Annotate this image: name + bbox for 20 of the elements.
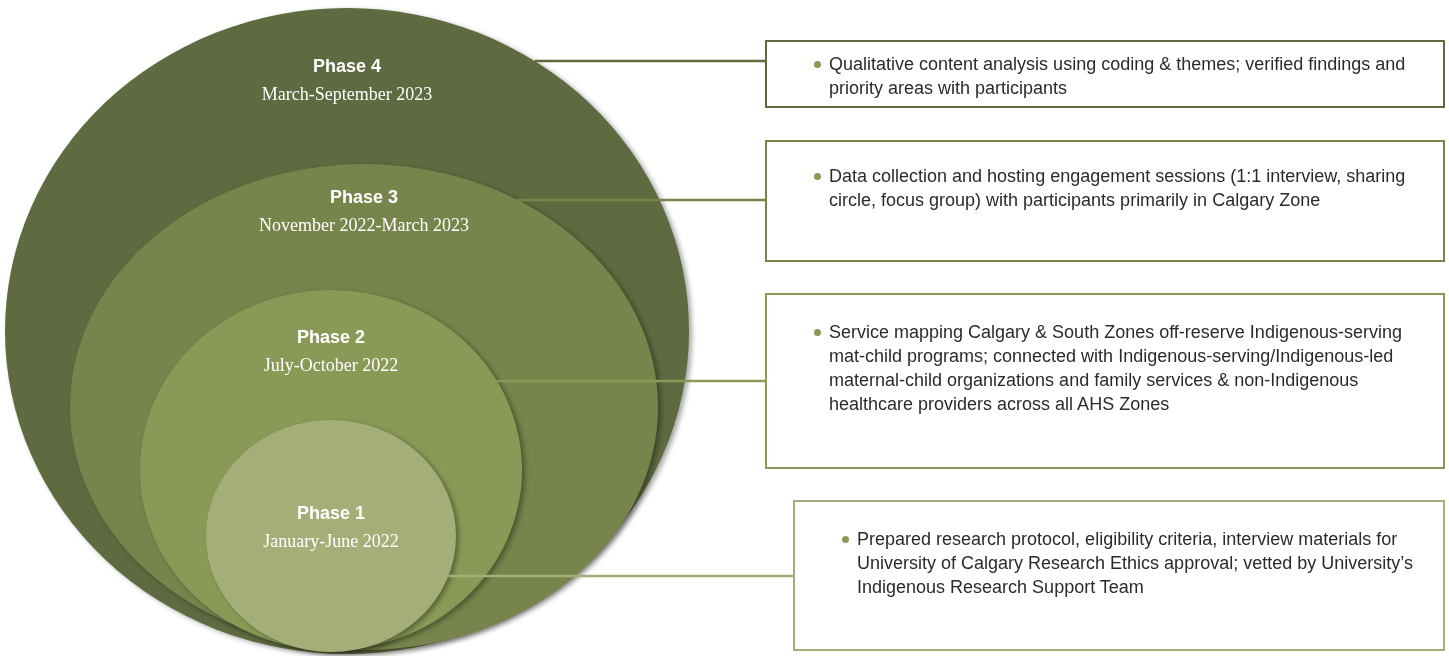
phase-dates: March-September 2023	[260, 84, 434, 105]
description-box	[765, 293, 1445, 469]
connector-line	[534, 59, 765, 63]
connector-line	[448, 574, 793, 578]
phase-dates: November 2022-March 2023	[258, 215, 470, 236]
phase-dates: July-October 2022	[262, 355, 400, 376]
description-text: Qualitative content analysis using coding & themes; verified findings and priority areas with participants	[829, 53, 1407, 100]
description-box	[765, 140, 1445, 262]
description-box	[765, 40, 1445, 108]
description-text: Data collection and hosting engagement sessions (1:1 interview, sharing circle, focus group) with participants primarily in Calgary Zone	[829, 165, 1407, 212]
phase-title: Phase 2	[295, 327, 366, 348]
description-text: Prepared research protocol, eligibility criteria, interview materials for University of Calgary Research Ethics approval; vetted by University’s Indigenous Research Support Team	[857, 528, 1414, 599]
description-text: Service mapping Calgary & South Zones off-reserve Indigenous-serving mat-child programs; connected with Indigenous-serving/Indigenous-led maternal-child organizations and family services & non-Indigenous healthcare providers across all AHS Zones	[829, 321, 1403, 416]
phase-title: Phase 4	[311, 56, 382, 77]
phase-dates: January-June 2022	[262, 531, 400, 552]
connector-line	[518, 198, 765, 202]
connector-line	[497, 379, 765, 383]
phase-title: Phase 3	[328, 187, 399, 208]
phase-title: Phase 1	[295, 503, 366, 524]
description-box	[793, 500, 1445, 651]
